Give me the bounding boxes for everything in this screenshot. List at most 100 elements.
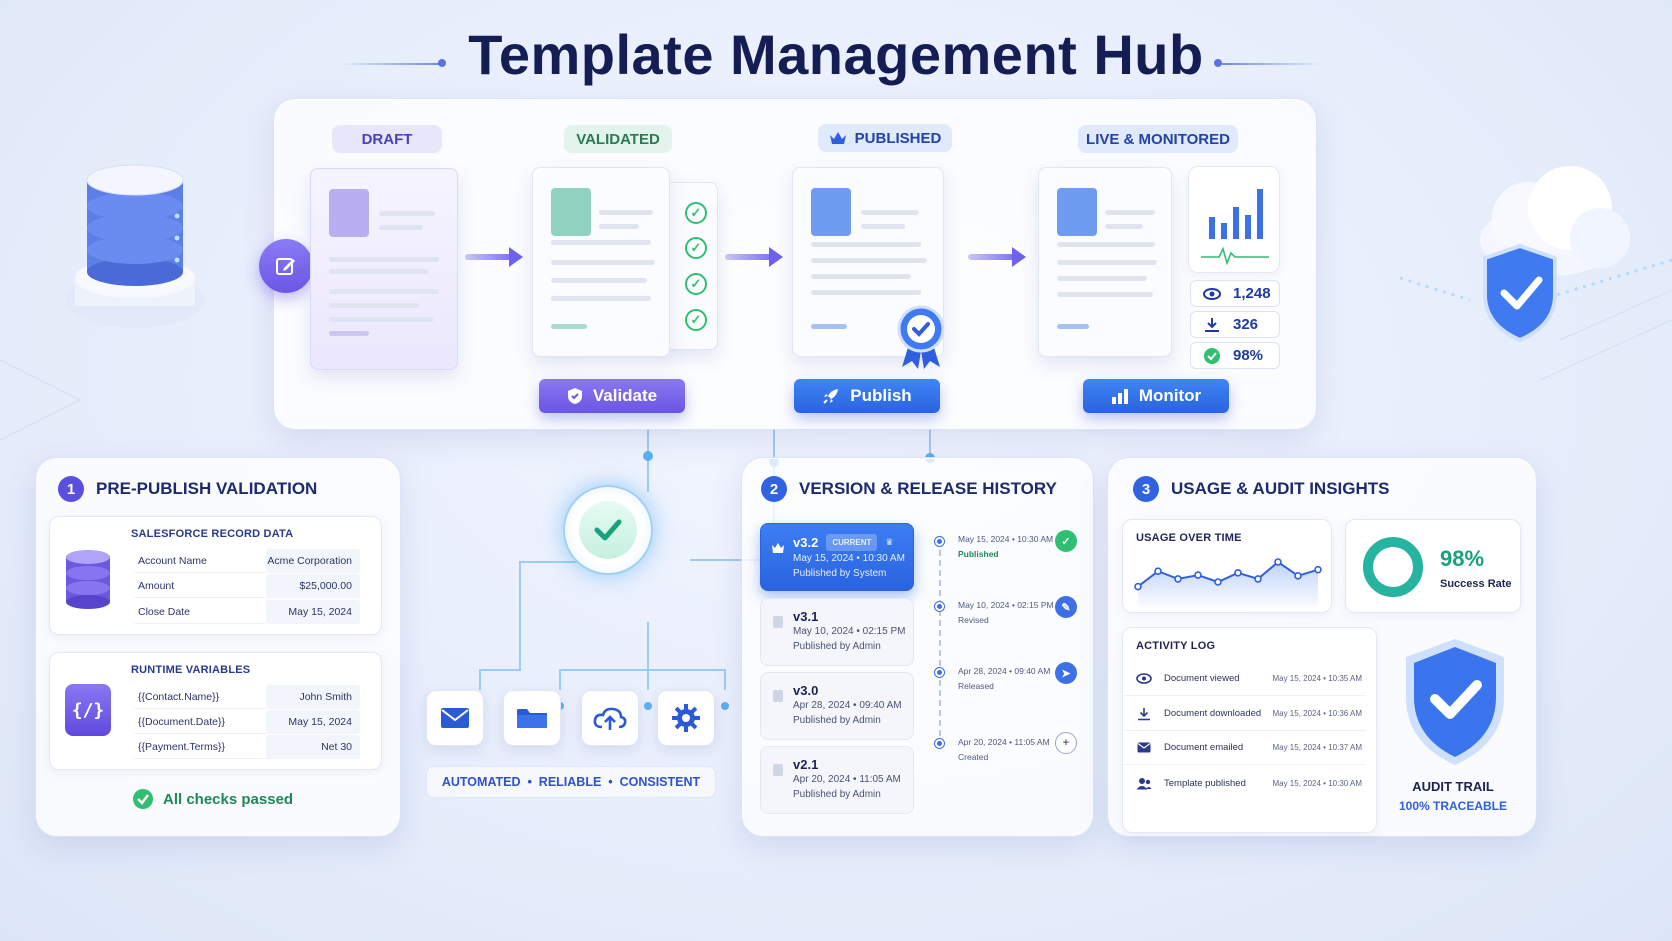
downloads-metric: 326 [1190,311,1280,338]
check-icon: ✓ [685,202,707,224]
stage-live-label: LIVE & MONITORED [1078,125,1238,153]
gear-icon [672,704,700,732]
chart-point [1234,568,1242,577]
cloud-upload-channel-button[interactable] [581,690,639,746]
check-icon [579,501,637,559]
send-icon: ➤ [1055,662,1077,684]
monitor-button[interactable]: Monitor [1083,379,1229,413]
check-icon: ✓ [1055,530,1077,552]
validation-panel [35,457,401,837]
delivery-tagline: AUTOMATED • RELIABLE • CONSISTENT [426,766,716,798]
success-donut-chart [1363,537,1423,597]
title-decoration-left [340,63,440,65]
email-channel-button[interactable] [426,690,484,746]
usage-line [1137,560,1319,588]
salesforce-row: Amount$25,000.00 [134,574,360,598]
chart-point [1194,571,1202,579]
chart-point [1314,565,1322,574]
download-icon [1138,707,1150,720]
page-title: Template Management Hub [468,23,1204,86]
chart-point [1294,572,1302,580]
title-dot-left [438,59,446,67]
eye-icon [1203,287,1221,300]
title-container: Template Management Hub [0,22,1672,87]
audit-trail-subtitle: 100% TRACEABLE [1398,799,1508,813]
chart-point [1134,582,1142,591]
version-item[interactable]: v2.1 Apr 20, 2024 • 11:05 AM Published b… [760,746,914,814]
code-variable-icon: {/} [65,684,111,736]
check-icon: ✓ [685,273,707,295]
validate-button[interactable]: Validate [539,379,685,413]
runtime-row: {{Payment.Terms}}Net 30 [134,735,360,759]
edit-draft-button[interactable] [259,239,313,293]
plus-icon[interactable]: + [1055,732,1077,754]
version-item[interactable]: v3.0 Apr 28, 2024 • 09:40 AM Published b… [760,672,914,740]
verified-badge-icon [897,305,945,369]
database-icon [66,550,110,609]
validation-status: All checks passed [132,788,293,810]
runtime-row: {{Document.Date}}May 15, 2024 [134,710,360,734]
document-icon [773,690,783,702]
validation-header: 1 PRE-PUBLISH VALIDATION [58,476,317,502]
version-item-current[interactable]: v3.2 CURRENT ♛ May 15, 2024 • 10:30 AM P… [760,523,914,591]
timeline-dot [935,739,944,748]
version-header: 2 VERSION & RELEASE HISTORY [761,476,1057,502]
crown-icon [772,543,784,553]
views-metric: 1,248 [1190,280,1280,307]
version-item[interactable]: v3.1 May 10, 2024 • 02:15 PM Published b… [760,598,914,666]
folder-icon [517,709,547,728]
flow-arrow-1 [465,247,523,267]
download-icon [1205,317,1219,332]
timeline-dot [935,602,944,611]
publish-button[interactable]: Publish [794,379,940,413]
timeline-dot [935,668,944,677]
document-icon [773,764,783,776]
image-placeholder-icon [1057,188,1097,236]
users-icon [1136,777,1152,789]
check-icon: ✓ [685,309,707,331]
flow-arrow-2 [725,247,783,267]
current-badge: CURRENT [826,534,878,551]
stage-validated-label: VALIDATED [564,125,672,153]
timeline-dot [935,537,944,546]
rocket-icon [823,389,839,404]
audit-shield-icon [1406,639,1504,765]
live-document [1038,167,1172,357]
shield-check-icon [567,388,582,404]
chart-point [1254,575,1262,583]
image-placeholder-icon [811,188,851,236]
settings-channel-button[interactable] [657,690,715,746]
edit-icon [276,258,295,275]
success-rate-value: 98% [1440,546,1485,571]
draft-document [310,168,458,370]
success-rate-label: Success Rate [1440,578,1512,590]
usage-area [1138,562,1318,610]
chart-point [1214,578,1222,586]
live-chart-card [1188,166,1280,273]
stage-published-label: PUBLISHED [818,124,952,152]
check-icon: ✓ [685,237,707,259]
title-decoration-right [1222,63,1322,65]
chart-point [1154,567,1162,576]
cloud-upload-icon [593,707,627,730]
pencil-icon: ✎ [1055,596,1077,618]
crown-icon: ♛ [885,537,894,547]
title-dot-right [1214,59,1222,67]
stage-draft-label: DRAFT [332,125,442,153]
folder-channel-button[interactable] [503,690,561,746]
usage-line-chart [1134,558,1322,610]
database-icon [60,150,210,330]
salesforce-title: SALESFORCE RECORD DATA [131,528,294,540]
bar-chart-icon [1201,189,1269,266]
check-circle-icon [1204,347,1220,364]
insights-header: 3 USAGE & AUDIT INSIGHTS [1133,476,1390,502]
success-rate-card [1345,519,1521,613]
chart-point [1174,575,1182,583]
